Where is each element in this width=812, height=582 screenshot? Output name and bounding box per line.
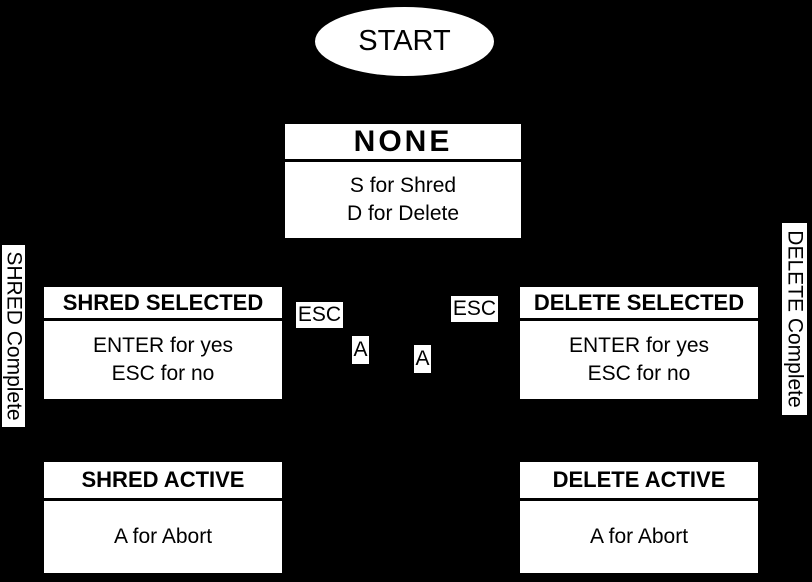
state-title-delete-active: DELETE ACTIVE bbox=[552, 467, 726, 492]
title-divider bbox=[44, 318, 282, 321]
state-body-line: ENTER for yes bbox=[568, 334, 710, 357]
state-body-line: ENTER for yes bbox=[92, 334, 234, 357]
state-node-shred-active: SHRED ACTIVE A for Abort bbox=[44, 462, 282, 573]
state-body-shred-active: A for Abort bbox=[44, 501, 282, 573]
edge-label-shred-complete: SHRED Complete bbox=[2, 245, 25, 427]
state-body-delete-selected: ENTER for yes ESC for no bbox=[520, 321, 758, 399]
state-node-delete-selected: DELETE SELECTED ENTER for yes ESC for no bbox=[520, 287, 758, 399]
state-body-shred-selected: ENTER for yes ESC for no bbox=[44, 321, 282, 399]
state-title-none: NONE bbox=[353, 124, 453, 158]
edge-label-delete-complete-text: DELETE Complete bbox=[783, 230, 806, 408]
state-body-delete-active: A for Abort bbox=[520, 501, 758, 573]
state-body-line: A for Abort bbox=[589, 525, 689, 548]
state-body-line: A for Abort bbox=[113, 525, 213, 548]
edge-label-delete-complete: DELETE Complete bbox=[782, 223, 807, 415]
edge-label-a-left: A bbox=[352, 336, 369, 364]
state-body-line: ESC for no bbox=[587, 362, 691, 385]
state-title-shred-selected: SHRED SELECTED bbox=[62, 289, 264, 315]
state-body-line: ESC for no bbox=[111, 362, 215, 385]
state-body-line: S for Shred bbox=[349, 174, 457, 197]
edge-label-shred-complete-text: SHRED Complete bbox=[2, 251, 25, 421]
state-node-none: NONE S for Shred D for Delete bbox=[285, 124, 521, 238]
state-title-shred-active: SHRED ACTIVE bbox=[81, 467, 245, 492]
state-node-delete-active: DELETE ACTIVE A for Abort bbox=[520, 462, 758, 573]
state-title-delete-selected: DELETE SELECTED bbox=[533, 289, 745, 315]
title-divider bbox=[520, 498, 758, 501]
state-node-shred-selected: SHRED SELECTED ENTER for yes ESC for no bbox=[44, 287, 282, 399]
title-divider bbox=[285, 159, 521, 162]
title-divider bbox=[44, 498, 282, 501]
title-divider bbox=[520, 318, 758, 321]
edge-label-esc-right: ESC bbox=[451, 296, 498, 322]
edge-label-esc-left: ESC bbox=[296, 302, 343, 328]
state-body-line: D for Delete bbox=[346, 202, 460, 225]
edge-label-a-right: A bbox=[414, 345, 431, 373]
start-node-label: START bbox=[358, 25, 451, 57]
state-body-none: S for Shred D for Delete bbox=[285, 162, 521, 238]
start-node: START bbox=[315, 7, 494, 76]
